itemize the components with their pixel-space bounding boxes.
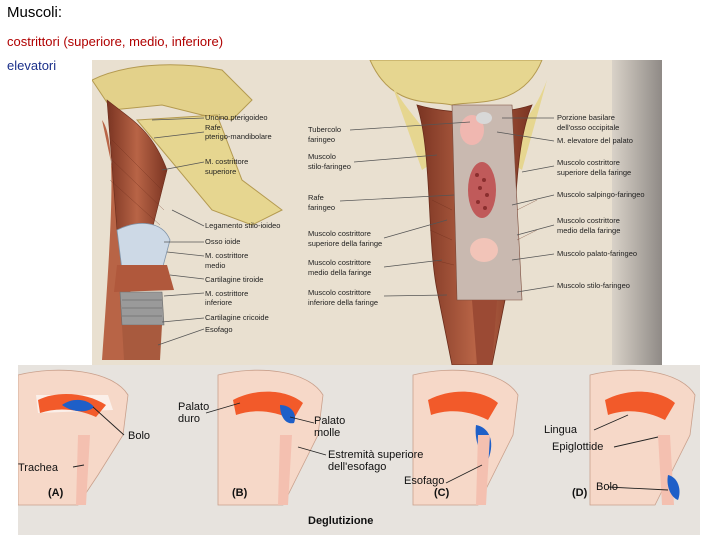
label-palato-molle-1: Palato: [314, 415, 346, 427]
label-rafe-faringeo-2: faringeo: [308, 203, 336, 212]
label-uncino-pterigoideo: Uncino pterigoideo: [205, 113, 268, 122]
label-cartilagine-cricoide: Cartilagine cricoide: [205, 313, 269, 322]
caption-a: (A): [48, 487, 64, 499]
subtitle-costrittori: costrittori (superiore, medio, inferiore…: [7, 34, 224, 49]
label-estremita-2: dell'esofago: [328, 461, 387, 473]
caption-c: (C): [434, 487, 450, 499]
label-palato-molle-2: molle: [314, 427, 341, 439]
label-rafe-faringeo-1: Rafe: [308, 193, 324, 202]
pharynx-muscles-figure: Uncino pterigoideo Rafe pterigo-mandibol…: [92, 60, 662, 365]
label-tubercolo-1: Tubercolo: [308, 125, 342, 134]
label-costrittore-inf-1: Muscolo costrittore: [308, 288, 371, 297]
label-m-costrittore-sup-2: superiore: [205, 167, 237, 176]
label-trachea: Trachea: [18, 462, 58, 474]
label-m-costrittore-medio-1: M. costrittore: [205, 251, 249, 260]
caption-b: (B): [232, 487, 248, 499]
label-lingua: Lingua: [544, 424, 578, 436]
label-bolo-d: Bolo: [596, 481, 619, 493]
label-osso-ioide: Osso ioide: [205, 237, 241, 246]
label-estremita-1: Estremità superiore: [328, 449, 424, 461]
label-esofago-c: Esofago: [404, 475, 445, 487]
slide-title: Muscoli:: [7, 4, 63, 21]
label-muscolo-stilo-2: stilo-faringeo: [308, 162, 351, 171]
label-costrittore-sup-1: Muscolo costrittore: [308, 229, 371, 238]
label-esofago: Esofago: [205, 325, 233, 334]
label-r-costrittore-sup-1: Muscolo costrittore: [557, 158, 620, 167]
label-m-costrittore-inf-2: inferiore: [205, 298, 233, 307]
label-rafe: Rafe: [205, 123, 221, 132]
label-porzione-basilare-1: Porzione basilare: [557, 113, 615, 122]
label-m-costrittore-medio-2: medio: [205, 261, 226, 270]
label-bolo-a: Bolo: [128, 430, 151, 442]
label-m-costrittore-sup-1: M. costrittore: [205, 157, 249, 166]
label-r-costrittore-sup-2: superiore della faringe: [557, 168, 632, 177]
label-costrittore-sup-2: superiore della faringe: [308, 239, 383, 248]
label-stilo-faringeo: Muscolo stilo-faringeo: [557, 281, 630, 290]
label-legamento-stilo-ioideo: Legamento stilo-ioideo: [205, 221, 281, 230]
label-muscolo-stilo-1: Muscolo: [308, 152, 336, 161]
label-tubercolo-2: faringeo: [308, 135, 336, 144]
label-cartilagine-tiroide: Cartilagine tiroide: [205, 275, 264, 284]
swallowing-drawing: [18, 369, 696, 506]
subtitle-elevatori: elevatori: [7, 58, 57, 73]
caption-d: (D): [572, 487, 588, 499]
label-costrittore-inf-2: inferiore della faringe: [308, 298, 379, 307]
swallowing-figure: Bolo Trachea Palato duro Palato molle Es…: [18, 365, 700, 535]
label-palato-duro-1: Palato: [178, 401, 210, 413]
label-salpingo-faringeo: Muscolo salpingo-faringeo: [557, 190, 645, 199]
pharynx-muscles-drawing: [92, 60, 662, 365]
label-palato-faringeo: Muscolo palato-faringeo: [557, 249, 638, 258]
label-elevatore-palato: M. elevatore del palato: [557, 136, 633, 145]
label-r-costrittore-medio-1: Muscolo costrittore: [557, 216, 620, 225]
label-palato-duro-2: duro: [178, 413, 201, 425]
label-porzione-basilare-2: dell'osso occipitale: [557, 123, 620, 132]
figure-footer-deglutizione: Deglutizione: [308, 515, 374, 527]
label-costrittore-medio-1: Muscolo costrittore: [308, 258, 371, 267]
label-epiglottide: Epiglottide: [552, 441, 604, 453]
label-costrittore-medio-2: medio della faringe: [308, 268, 372, 277]
label-pterigo-mandibolare: pterigo-mandibolare: [205, 132, 272, 141]
label-r-costrittore-medio-2: medio della faringe: [557, 226, 621, 235]
label-m-costrittore-inf-1: M. costrittore: [205, 289, 249, 298]
